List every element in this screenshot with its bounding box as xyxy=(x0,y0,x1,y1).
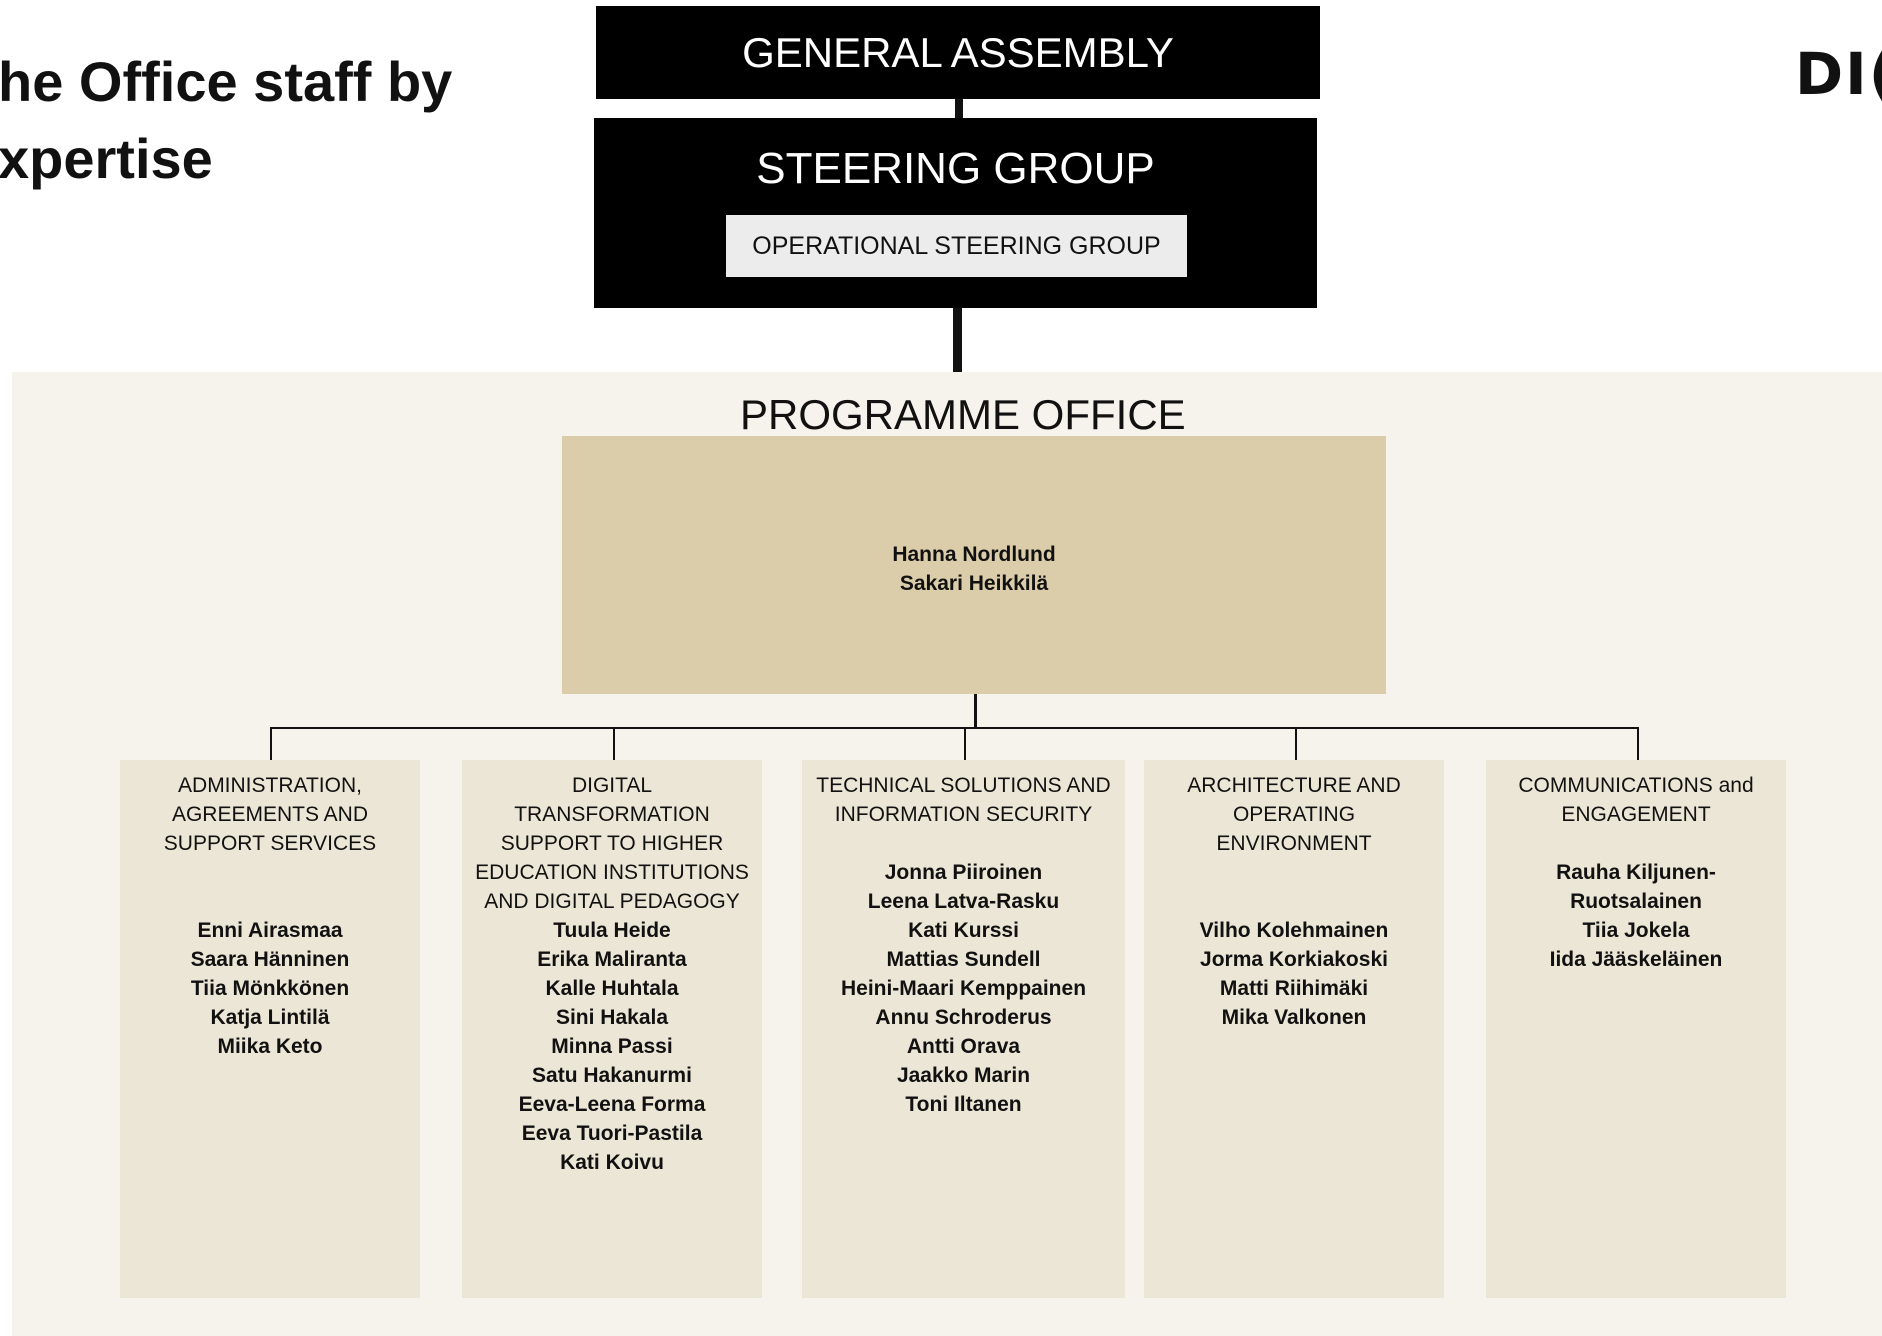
connector-drop-team-5 xyxy=(1637,727,1639,760)
team-title-line: SUPPORT SERVICES xyxy=(163,832,377,855)
team-box-administration: ADMINISTRATION, AGREEMENTS AND SUPPORT S… xyxy=(120,760,420,1298)
team-member-name: Toni Iltanen xyxy=(905,1093,1022,1116)
connector-horizontal-bar xyxy=(270,727,1639,729)
team-member-name: Jonna Piiroinen xyxy=(884,861,1043,884)
team-member-name: Eeva-Leena Forma xyxy=(518,1093,706,1116)
team-member-name: Jorma Korkiakoski xyxy=(1200,948,1388,971)
steering-group-label: STEERING GROUP xyxy=(756,144,1155,193)
team-title: TECHNICAL SOLUTIONS AND INFORMATION SECU… xyxy=(802,771,1125,829)
team-title: ADMINISTRATION, AGREEMENTS AND SUPPORT S… xyxy=(120,771,420,858)
team-title-line: ARCHITECTURE AND xyxy=(1187,774,1401,797)
team-title-line: DIGITAL xyxy=(571,774,653,797)
team-member-name: Sini Hakala xyxy=(555,1006,669,1029)
team-title-line: EDUCATION INSTITUTIONS xyxy=(475,861,749,884)
team-title-line: AND DIGITAL PEDAGOGY xyxy=(484,890,740,913)
team-title-line: OPERATING xyxy=(1232,803,1356,826)
programme-office-leads-box: Hanna Nordlund Sakari Heikkilä xyxy=(562,436,1386,694)
programme-office-title: PROGRAMME OFFICE xyxy=(740,391,1186,438)
team-member-name: Mattias Sundell xyxy=(886,948,1041,971)
team-title-line: ENGAGEMENT xyxy=(1561,803,1711,826)
team-member-name: Saara Hänninen xyxy=(190,948,350,971)
operational-steering-group-box: OPERATIONAL STEERING GROUP xyxy=(726,215,1187,277)
lead-name: Hanna Nordlund xyxy=(892,543,1056,566)
team-title-line: ENVIRONMENT xyxy=(1216,832,1372,855)
team-title-line: TRANSFORMATION xyxy=(514,803,710,826)
team-title-line: COMMUNICATIONS and xyxy=(1518,774,1754,797)
team-member-name: Minna Passi xyxy=(551,1035,673,1058)
team-member-name: Kati Koivu xyxy=(560,1151,664,1174)
team-member-name: Erika Maliranta xyxy=(537,948,687,971)
team-title: DIGITAL TRANSFORMATION SUPPORT TO HIGHER… xyxy=(462,771,762,916)
team-title-line: AGREEMENTS AND xyxy=(171,803,369,826)
connector-sg-office xyxy=(953,308,962,372)
general-assembly-box: GENERAL ASSEMBLY xyxy=(596,6,1320,99)
team-member-name: Katja Lintilä xyxy=(210,1006,330,1029)
team-box-technical-solutions: TECHNICAL SOLUTIONS AND INFORMATION SECU… xyxy=(802,760,1125,1298)
lead-name: Sakari Heikkilä xyxy=(899,572,1049,595)
connector-drop-team-1 xyxy=(270,727,272,760)
team-title: ARCHITECTURE AND OPERATING ENVIRONMENT xyxy=(1144,771,1444,858)
connector-drop-team-3 xyxy=(964,727,966,760)
team-member-name: Leena Latva-Rasku xyxy=(867,890,1060,913)
team-members: Rauha Kiljunen- Ruotsalainen Tiia Jokela… xyxy=(1486,858,1786,974)
team-title-line: TECHNICAL SOLUTIONS AND xyxy=(816,774,1111,797)
team-title-line: ADMINISTRATION, xyxy=(178,774,362,797)
steering-group-box: STEERING GROUP OPERATIONAL STEERING GROU… xyxy=(594,118,1317,308)
team-member-name: Iida Jääskeläinen xyxy=(1549,948,1723,971)
team-member-name: Tiia Jokela xyxy=(1582,919,1690,942)
team-box-architecture: ARCHITECTURE AND OPERATING ENVIRONMENT V… xyxy=(1144,760,1444,1298)
team-member-name: Miika Keto xyxy=(217,1035,323,1058)
team-member-name: Antti Orava xyxy=(906,1035,1021,1058)
team-member-name: Vilho Kolehmainen xyxy=(1199,919,1389,942)
team-member-name: Heini-Maari Kemppainen xyxy=(840,977,1087,1000)
team-member-name: Tuula Heide xyxy=(553,919,671,942)
team-member-name: Tiia Mönkkönen xyxy=(190,977,350,1000)
team-members: Tuula Heide Erika Maliranta Kalle Huhtal… xyxy=(462,916,762,1177)
connector-drop-team-2 xyxy=(613,727,615,760)
team-members: Enni Airasmaa Saara Hänninen Tiia Mönkkö… xyxy=(120,916,420,1061)
team-box-digital-transformation: DIGITAL TRANSFORMATION SUPPORT TO HIGHER… xyxy=(462,760,762,1298)
team-title: COMMUNICATIONS and ENGAGEMENT xyxy=(1486,771,1786,829)
team-member-name: Eeva Tuori-Pastila xyxy=(521,1122,703,1145)
team-member-name: Matti Riihimäki xyxy=(1219,977,1369,1000)
team-title-line: SUPPORT TO HIGHER xyxy=(500,832,724,855)
general-assembly-label: GENERAL ASSEMBLY xyxy=(742,29,1174,76)
team-member-name: Jaakko Marin xyxy=(896,1064,1031,1087)
team-member-name: Enni Airasmaa xyxy=(197,919,343,942)
team-members: Jonna Piiroinen Leena Latva-Rasku Kati K… xyxy=(802,858,1125,1119)
team-member-name: Kalle Huhtala xyxy=(545,977,679,1000)
team-member-name: Mika Valkonen xyxy=(1221,1006,1367,1029)
team-member-name: Kati Kurssi xyxy=(908,919,1019,942)
team-member-name: Satu Hakanurmi xyxy=(532,1064,692,1087)
team-member-name: Ruotsalainen xyxy=(1570,890,1702,913)
team-member-name: Rauha Kiljunen- xyxy=(1556,861,1716,884)
team-member-name: Annu Schroderus xyxy=(875,1006,1052,1029)
page-title-line-1: he Office staff by xyxy=(0,50,453,113)
connector-leads-trunk xyxy=(974,694,977,729)
team-box-communications: COMMUNICATIONS and ENGAGEMENT Rauha Kilj… xyxy=(1486,760,1786,1298)
team-title-line: INFORMATION SECURITY xyxy=(834,803,1093,826)
logo: DI( xyxy=(1795,40,1882,108)
connector-drop-team-4 xyxy=(1295,727,1297,760)
connector-ga-sg xyxy=(955,99,963,118)
team-members: Vilho Kolehmainen Jorma Korkiakoski Matt… xyxy=(1144,916,1444,1032)
page-title-line-2: xpertise xyxy=(0,127,213,190)
